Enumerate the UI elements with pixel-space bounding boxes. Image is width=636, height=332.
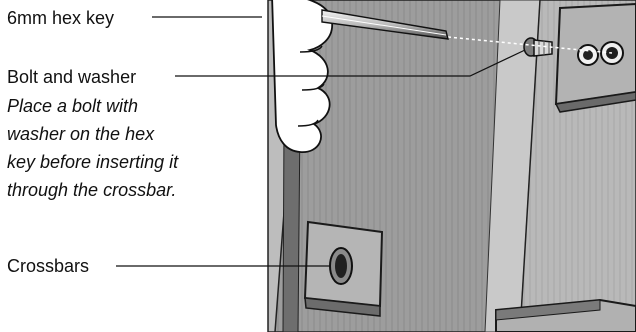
bench-frame-illustration [268, 0, 636, 332]
instruction-line-1: Place a bolt with [7, 96, 138, 116]
crossbars-label: Crossbars [7, 256, 89, 276]
crossbar-lower [305, 222, 382, 316]
bolt-washer-label: Bolt and washer [7, 67, 136, 87]
instruction-line-4: through the crossbar. [7, 180, 176, 200]
instruction-line-2: washer on the hex [7, 124, 155, 144]
crossbar-top [556, 4, 636, 112]
hex-key-label: 6mm hex key [7, 8, 114, 28]
instruction-line-3: key before inserting it [7, 152, 179, 172]
